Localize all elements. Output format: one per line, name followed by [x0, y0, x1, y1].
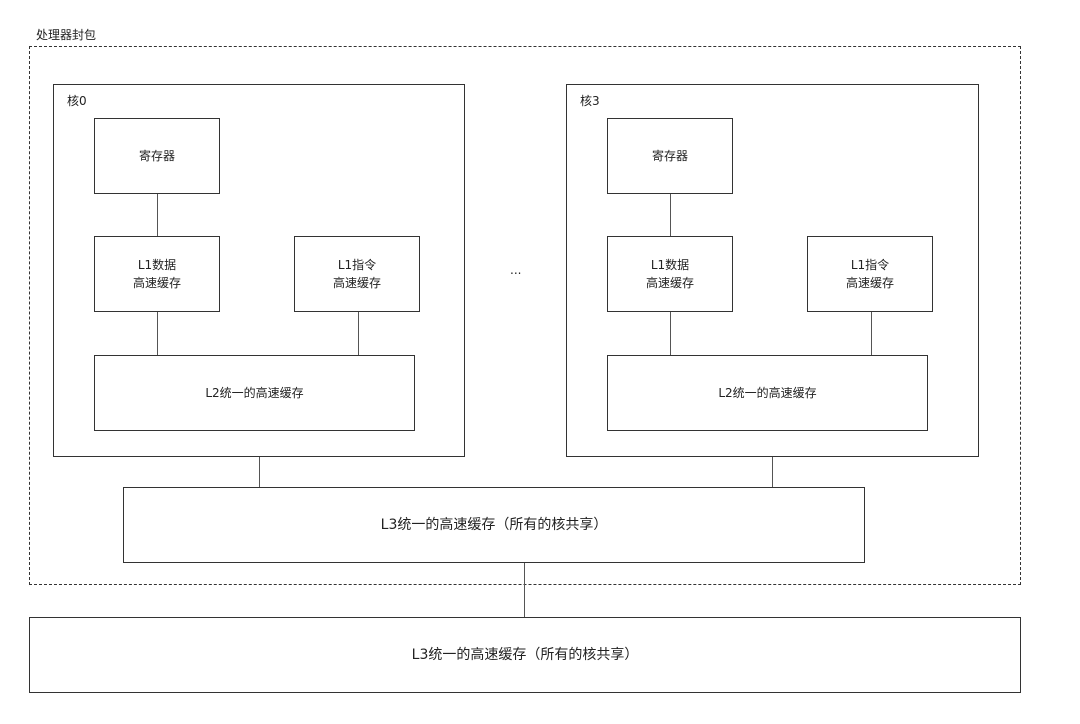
core-3-l1-data-cache: L1数据 高速缓存 [607, 236, 733, 312]
core-3-l1-data-line2: 高速缓存 [645, 276, 694, 290]
core-0-l1-data-line1: L1数据 [137, 258, 177, 272]
core-3-register-label: 寄存器 [651, 149, 688, 163]
core-0-l1-instr-cache: L1指令 高速缓存 [294, 236, 420, 312]
core-3-l1i-l2-connector [871, 312, 872, 355]
bottom-shared-box-label: L3统一的高速缓存（所有的核共享） [411, 647, 639, 663]
core-3-register: 寄存器 [607, 118, 733, 194]
core-3-reg-l1-connector [670, 194, 671, 236]
core-3-l1-instr-line1: L1指令 [850, 258, 890, 272]
processor-package [29, 46, 1021, 585]
core-3 [566, 84, 979, 457]
core-0-l1-instr-line2: 高速缓存 [332, 276, 381, 290]
core-3-label: 核3 [580, 94, 600, 108]
core-3-l1d-l2-connector [670, 312, 671, 355]
core-0-l1-instr-line1: L1指令 [337, 258, 377, 272]
bottom-shared-box: L3统一的高速缓存（所有的核共享） [29, 617, 1021, 693]
core-3-l3-connector [772, 457, 773, 487]
core-0-l1-data-cache: L1数据 高速缓存 [94, 236, 220, 312]
package-label: 处理器封包 [36, 28, 97, 42]
core-0 [53, 84, 465, 457]
core-0-reg-l1-connector [157, 194, 158, 236]
core-0-register-label: 寄存器 [138, 149, 175, 163]
core-0-l3-connector [259, 457, 260, 487]
core-3-l2-cache: L2统一的高速缓存 [607, 355, 928, 431]
core-3-l1-instr-cache: L1指令 高速缓存 [807, 236, 933, 312]
ellipsis: ... [510, 263, 522, 277]
l3-shared-cache: L3统一的高速缓存（所有的核共享） [123, 487, 865, 563]
core-0-l2-cache: L2统一的高速缓存 [94, 355, 415, 431]
l3-bottom-connector [524, 563, 525, 617]
core-3-l2-label: L2统一的高速缓存 [718, 386, 817, 400]
core-0-l1d-l2-connector [157, 312, 158, 355]
l3-shared-cache-label: L3统一的高速缓存（所有的核共享） [380, 517, 608, 533]
core-0-label: 核0 [67, 94, 87, 108]
core-3-l1-instr-line2: 高速缓存 [845, 276, 894, 290]
core-0-l1i-l2-connector [358, 312, 359, 355]
core-0-l1-data-line2: 高速缓存 [132, 276, 181, 290]
core-0-l2-label: L2统一的高速缓存 [205, 386, 304, 400]
core-3-l1-data-line1: L1数据 [650, 258, 690, 272]
core-0-register: 寄存器 [94, 118, 220, 194]
